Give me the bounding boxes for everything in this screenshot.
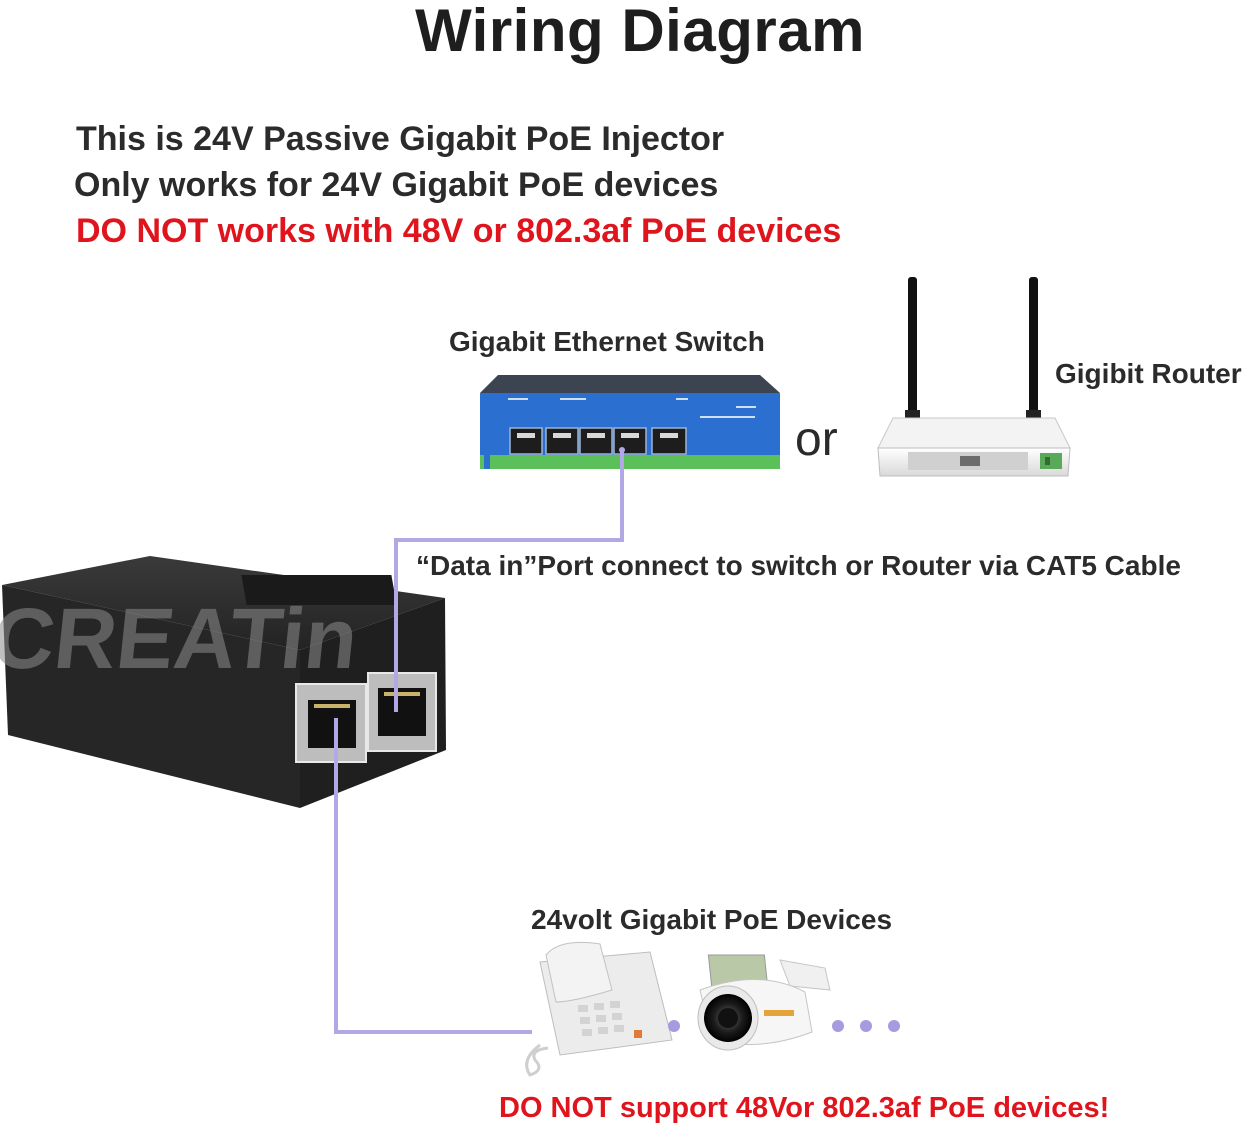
intro-line-1: This is 24V Passive Gigabit PoE Injector [76,120,725,158]
ethernet-switch-icon [480,375,780,469]
router-icon [877,277,1071,477]
poe-injector-icon: iCREATin [0,556,446,808]
top-warning: DO NOT works with 48V or 802.3af PoE dev… [76,212,842,250]
cat5-cables [334,452,624,1034]
bottom-warning: DO NOT support 48Vor 802.3af PoE devices… [499,1092,1110,1124]
page-title: Wiring Diagram [415,0,865,64]
cable-note: “Data in”Port connect to switch or Route… [416,550,1181,581]
data-in-cable [394,452,624,712]
power-data-out-cable [334,718,532,1034]
more-devices-dots [668,1020,900,1032]
injector-brand-watermark: iCREATin [0,591,362,687]
router-label: Gigibit Router [1055,358,1242,389]
intro-line-2: Only works for 24V Gigabit PoE devices [74,166,719,204]
bullet-camera-icon [697,959,831,1051]
devices-label: 24volt Gigabit PoE Devices [531,904,893,935]
or-label: or [795,413,838,466]
switch-label: Gigabit Ethernet Switch [449,326,765,357]
